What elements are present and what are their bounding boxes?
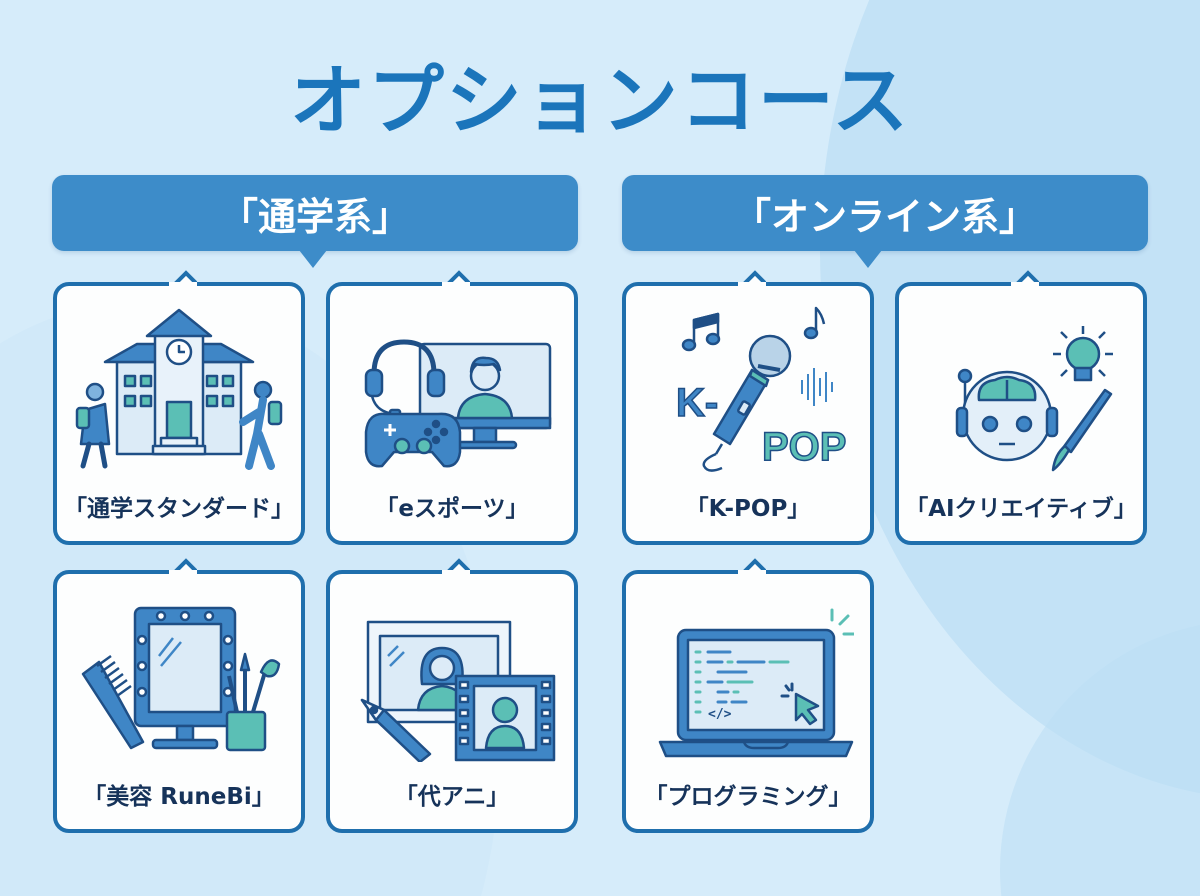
laptop-code-cursor-icon: </>	[658, 608, 854, 758]
course-card-kpop[interactable]: K- POP 「K-POP」	[622, 282, 874, 545]
group-header-label: 「オンライン系」	[732, 194, 1037, 239]
page-title: オプションコース	[289, 56, 911, 145]
course-card-yoani[interactable]: 「代アニ」	[326, 570, 578, 833]
vanity-mirror-comb-brushes-icon	[81, 606, 281, 752]
school-building-students-icon	[75, 308, 283, 470]
group-header-online: 「オンライン系」	[622, 175, 1148, 268]
course-label: 「美容 RuneBi」	[83, 784, 275, 810]
esports-controller-headset-monitor-icon	[364, 339, 552, 468]
card-pointer	[738, 558, 766, 574]
course-card-programming[interactable]: </> 「プログラミング」	[622, 570, 874, 833]
svg-text:POP: POP	[762, 425, 846, 469]
svg-text:K-: K-	[676, 381, 718, 425]
illustration-pen-film-icon	[360, 620, 556, 762]
header-pointer	[299, 250, 327, 268]
card-pointer	[169, 558, 197, 574]
course-label: 「プログラミング」	[644, 784, 852, 810]
course-label: 「通学スタンダード」	[64, 496, 294, 522]
group-header-commute: 「通学系」	[52, 175, 578, 268]
card-pointer	[738, 270, 766, 286]
svg-text:</>: </>	[708, 707, 732, 722]
course-card-beauty-runebi[interactable]: 「美容 RuneBi」	[53, 570, 305, 833]
group-header-label: 「通学系」	[219, 194, 410, 239]
course-label: 「K-POP」	[685, 496, 811, 522]
course-card-ai-creative[interactable]: 「AIクリエイティブ」	[895, 282, 1147, 545]
course-label: 「eスポーツ」	[375, 496, 529, 522]
course-label: 「AIクリエイティブ」	[905, 496, 1137, 522]
header-pointer	[854, 250, 882, 268]
course-card-commute-standard[interactable]: 「通学スタンダード」	[53, 282, 305, 545]
course-label: 「代アニ」	[394, 784, 510, 810]
course-card-esports[interactable]: 「eスポーツ」	[326, 282, 578, 545]
card-pointer	[169, 270, 197, 286]
microphone-kpop-icon: K- POP	[675, 306, 847, 472]
card-pointer	[442, 270, 470, 286]
robot-brain-lightbulb-brush-icon	[955, 326, 1113, 472]
card-pointer	[442, 558, 470, 574]
card-pointer	[1011, 270, 1039, 286]
